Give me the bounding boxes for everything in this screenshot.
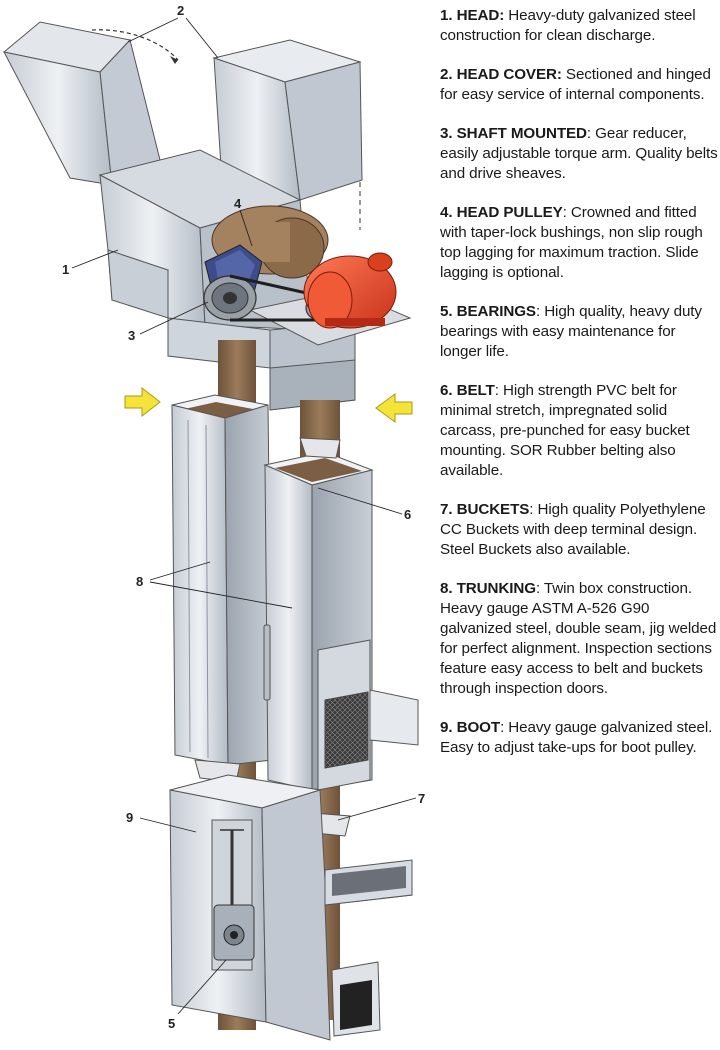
spec-head-cover: 2. HEAD COVER: Sectioned and hinged for … [440,65,718,105]
spec-trunking-title: 8. TRUNKING [440,580,536,597]
spec-trunking-text: : Twin box construction. Heavy gauge AST… [440,580,717,697]
leader-9 [139,817,197,833]
head-cover-left [2,21,161,186]
leader-4 [239,209,253,247]
trunking-upper-right [263,451,419,791]
callout-3: 3 [128,328,135,343]
leader-8b [149,581,293,609]
spec-boot-text: : Heavy gauge galvanized steel. Easy to … [440,719,713,756]
spec-buckets: 7. BUCKETS: High quality Polyethylene CC… [440,500,718,560]
bucket-elevator-diagram: 2 4 1 3 6 8 9 7 5 [2,3,425,1041]
electric-motor [303,252,397,329]
leader-3 [139,301,209,335]
trunking-upper-left [171,394,273,766]
spec-head-cover-text: Sectioned and hinged for easy service of… [440,66,711,103]
spec-shaft-mounted: 3. SHAFT MOUNTED: Gear reducer, easily a… [440,124,718,184]
head-cover-right [212,39,363,201]
leader-8a [149,561,211,581]
callout-7: 7 [418,791,425,806]
boot-housing [169,774,413,1041]
spec-trunking: 8. TRUNKING: Twin box construction. Heav… [440,579,718,699]
spec-head-pulley: 4. HEAD PULLEY: Crowned and fitted with … [440,203,718,283]
spec-buckets-title: 7. BUCKETS [440,501,530,518]
spec-buckets-text: : High quality Polyethylene CC Buckets w… [440,501,706,558]
callout-4: 4 [234,196,242,211]
spec-head-title: 1. HEAD: [440,7,505,24]
callout-1: 1 [62,262,69,277]
spec-head-text: Heavy-duty galvanized steel construction… [440,7,696,44]
spec-head: 1. HEAD: Heavy-duty galvanized steel con… [440,6,718,46]
spec-boot: 9. BOOT: Heavy gauge galvanized steel. E… [440,718,718,758]
spec-belt-text: : High strength PVC belt for minimal str… [440,382,690,479]
spec-head-cover-title: 2. HEAD COVER: [440,66,562,83]
hinge-arrowhead [170,56,178,64]
spec-bearings-text: : High quality, heavy duty bearings with… [440,303,702,360]
callout-5: 5 [168,1016,175,1031]
inlet-arrow-left [124,386,161,418]
spec-belt: 6. BELT: High strength PVC belt for mini… [440,381,718,481]
spec-shaft-mounted-title: 3. SHAFT MOUNTED [440,125,587,142]
callout-6: 6 [404,507,411,522]
callout-2: 2 [177,3,184,18]
spec-bearings-title: 5. BEARINGS [440,303,536,320]
hinge-arrow [91,29,179,61]
head-pulley [211,205,329,279]
bucket-upper [299,437,341,459]
leader-2b [185,17,219,59]
callout-9: 9 [126,810,133,825]
spec-shaft-mounted-text: : Gear reducer, easily adjustable torque… [440,125,718,182]
spec-head-pulley-title: 4. HEAD PULLEY [440,204,563,221]
spec-belt-title: 6. BELT [440,382,495,399]
spec-bearings: 5. BEARINGS: High quality, heavy duty be… [440,302,718,362]
component-specs-list: 1. HEAD: Heavy-duty galvanized steel con… [440,6,718,777]
leader-5 [177,959,227,1015]
leader-6 [317,487,403,515]
spec-head-pulley-text: : Crowned and fitted with taper-lock bus… [440,204,703,281]
leader-2a [127,17,179,43]
callout-8: 8 [136,574,143,589]
leader-1 [71,249,119,269]
spec-boot-title: 9. BOOT [440,719,501,736]
inlet-arrow-right [375,393,413,423]
leader-7 [337,797,417,821]
